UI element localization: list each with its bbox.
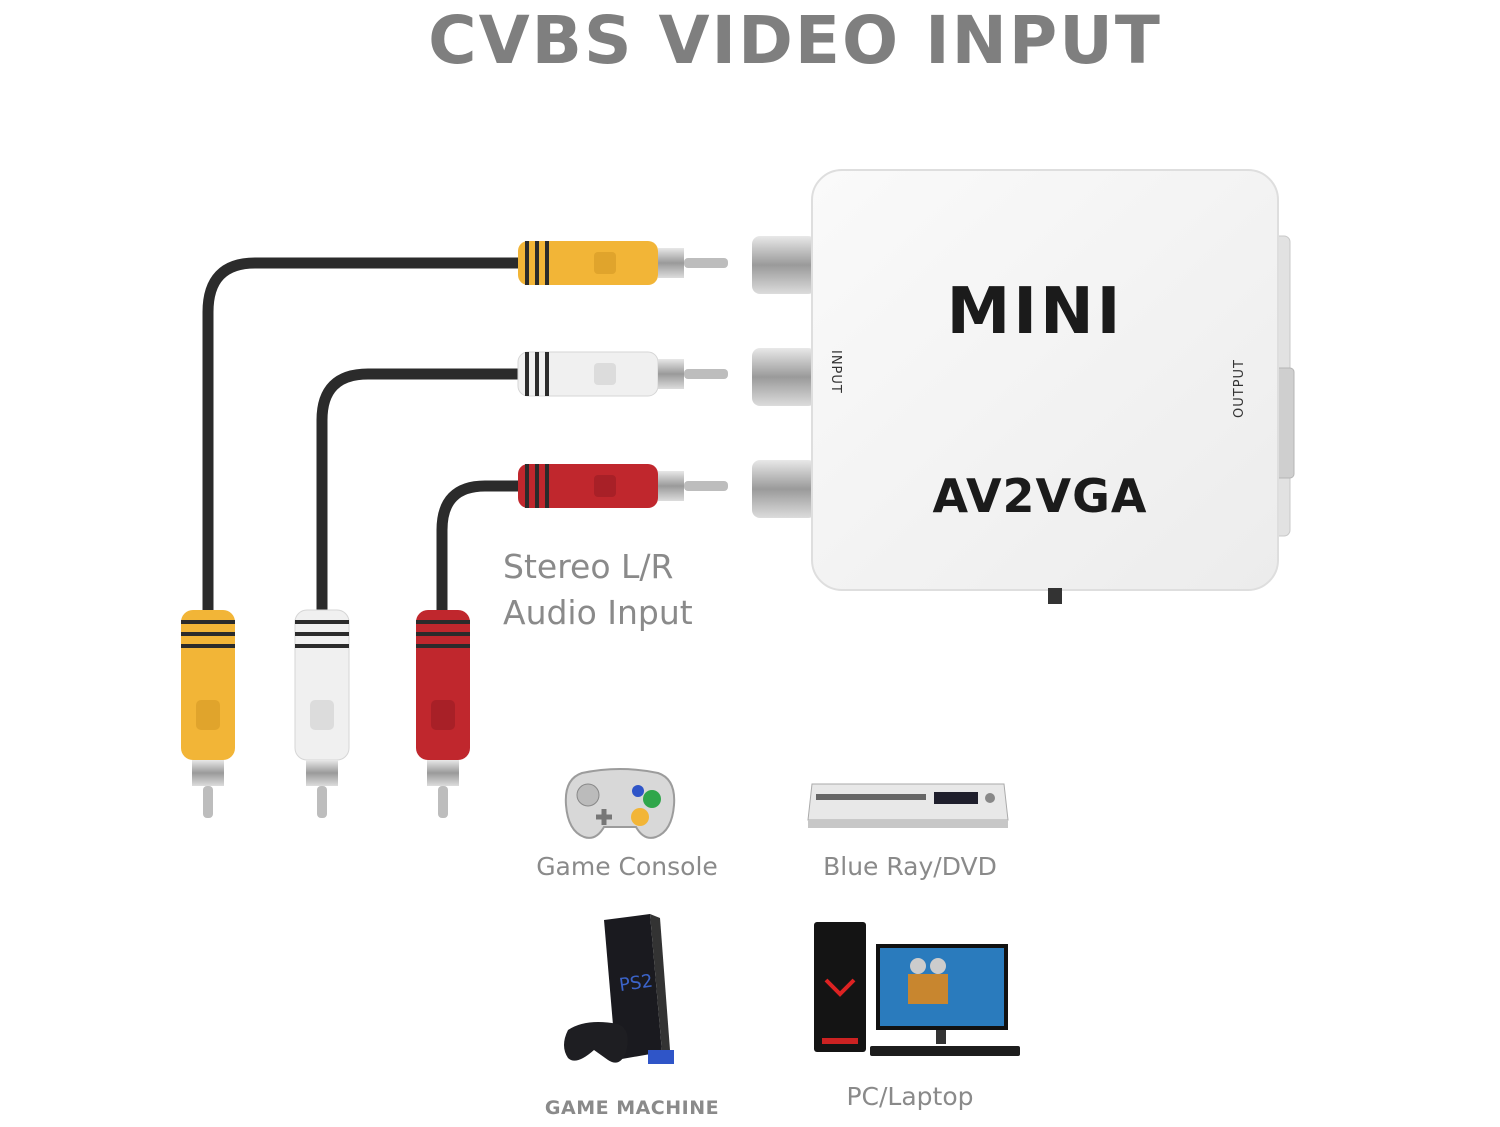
audio-label-line2: Audio Input — [503, 593, 693, 632]
game-machine-icon: PS2 — [564, 914, 674, 1064]
device-model: AV2VGA — [932, 469, 1147, 523]
source-label-blue-ray-dvd: Blue Ray/DVD — [823, 852, 997, 881]
source-label-game-machine: GAME MACHINE — [544, 1097, 720, 1119]
rca-jacks — [752, 236, 816, 518]
source-label-pc-laptop: PC/Laptop — [846, 1082, 974, 1111]
yellow-rca-plug — [518, 241, 728, 285]
device-brand: MINI — [947, 275, 1124, 349]
white-rca-plug — [517, 351, 728, 397]
red-rca-plug-vertical — [416, 610, 470, 818]
input-port-label: INPUT — [828, 350, 843, 394]
red-rca-plug — [518, 464, 728, 508]
audio-input-label: Stereo L/R Audio Input — [503, 544, 693, 636]
svg-text:PS2: PS2 — [618, 971, 654, 996]
av2vga-converter-box: MINI AV2VGA INPUT OUTPUT — [752, 169, 1295, 604]
dvd-player-icon — [807, 783, 1009, 828]
yellow-rca-plug-vertical — [181, 610, 235, 818]
audio-label-line1: Stereo L/R — [503, 547, 674, 586]
output-port-label: OUTPUT — [1232, 359, 1247, 418]
source-label-game-console: Game Console — [536, 852, 718, 881]
white-rca-plug-vertical — [294, 609, 350, 818]
pc-laptop-icon — [814, 922, 1020, 1056]
mode-switch — [1048, 588, 1062, 604]
av-cables — [202, 257, 526, 616]
page-title: CVBS VIDEO INPUT — [428, 2, 1162, 79]
gamepad-icon — [564, 768, 676, 839]
